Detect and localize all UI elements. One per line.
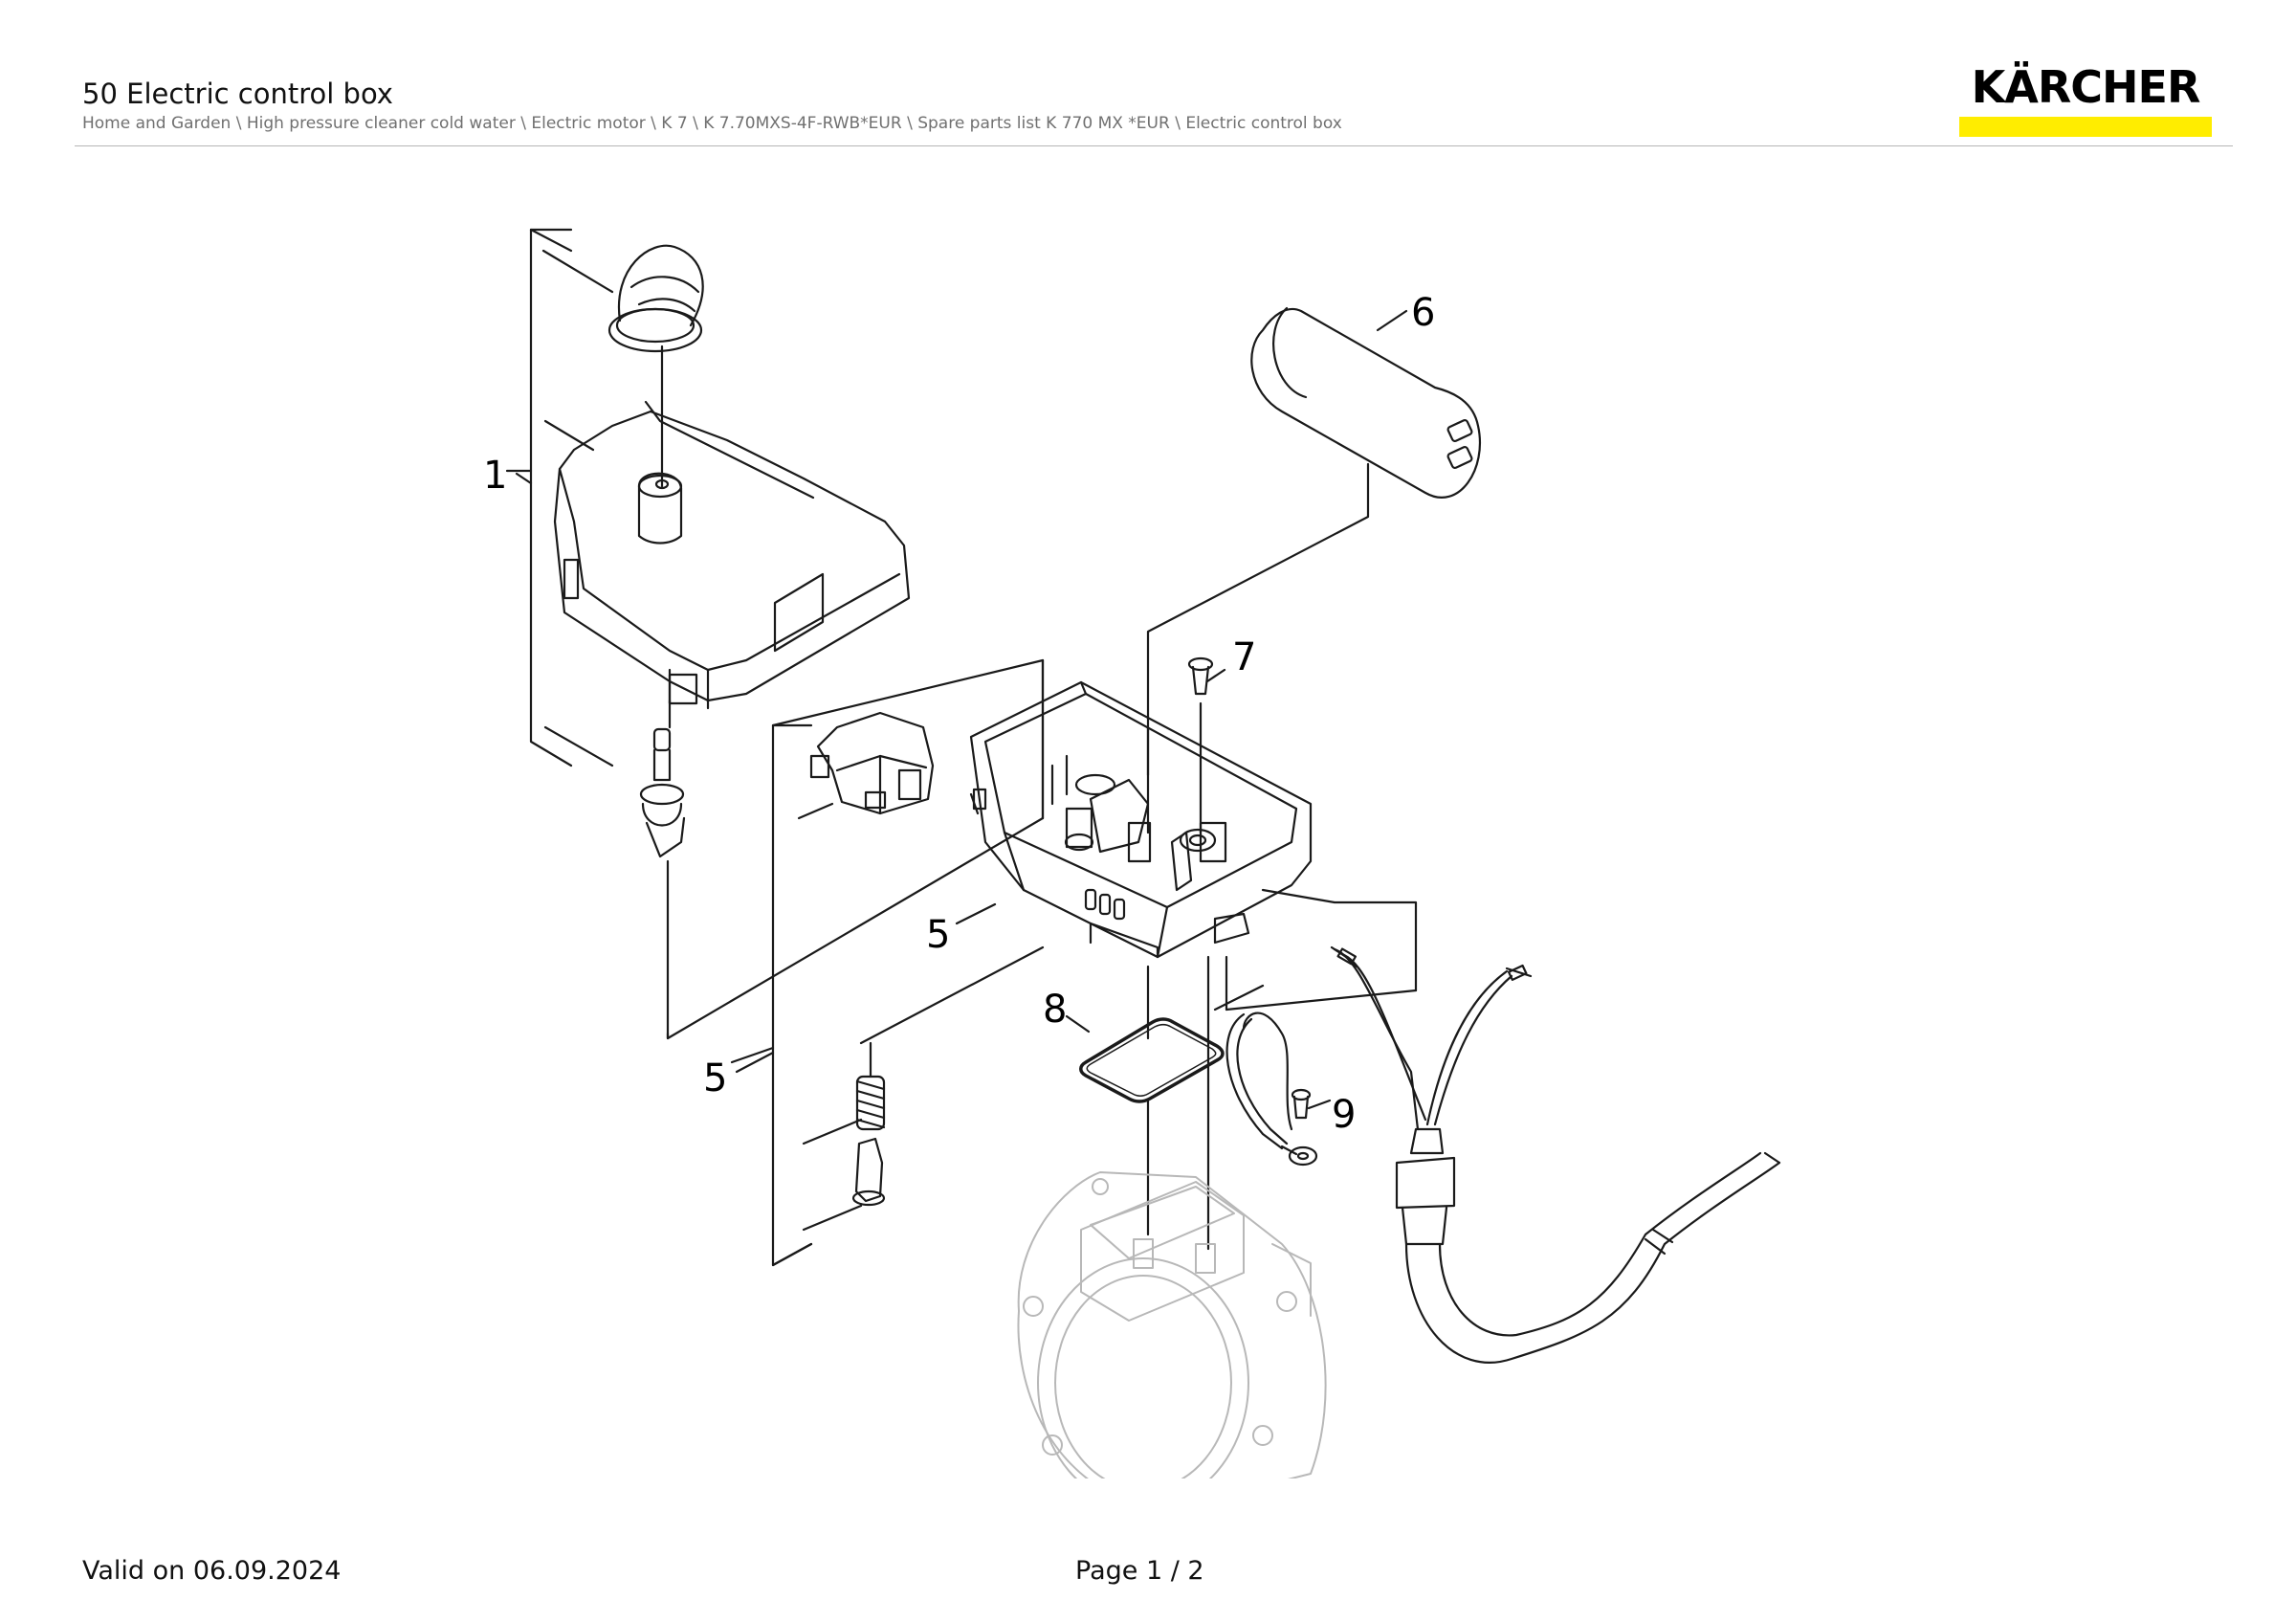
exploded-parts-diagram: 1 5 5 6 7 8 9 xyxy=(483,228,1781,1478)
valid-on-date: Valid on 06.09.2024 xyxy=(82,1556,342,1586)
earth-wire-part xyxy=(1225,1012,1332,1167)
leader-lines xyxy=(666,658,1045,1040)
screw-7-part xyxy=(1187,656,1226,834)
motor-flange-part xyxy=(1017,1171,1327,1478)
knob-cap-part xyxy=(607,244,704,488)
callout-5-upper: 5 xyxy=(926,913,950,957)
callout-6: 6 xyxy=(1411,291,1435,335)
control-box-lid-part xyxy=(553,400,911,729)
callout-leaders xyxy=(515,309,1408,1074)
capacitor-part xyxy=(1146,306,1481,834)
control-box-housing-part xyxy=(969,680,1313,959)
logo-wordmark: KÄRCHER xyxy=(1971,61,2201,113)
callout-9: 9 xyxy=(1332,1093,1356,1137)
power-cable-part xyxy=(1213,888,1781,1364)
spring-part xyxy=(855,945,1045,1131)
callout-1: 1 xyxy=(483,454,507,498)
logo-yellow-bar xyxy=(1959,117,2212,137)
callout-5-lower: 5 xyxy=(703,1056,727,1101)
breadcrumb: Home and Garden \ High pressure cleaner … xyxy=(82,114,1342,133)
seal-8-part xyxy=(1065,955,1225,1251)
plug-part xyxy=(851,1137,886,1207)
bracket-group-1 xyxy=(505,228,614,767)
callout-7: 7 xyxy=(1232,635,1256,679)
lock-pin-part xyxy=(639,727,686,1040)
callout-8: 8 xyxy=(1043,988,1067,1032)
page-number: Page 1 / 2 xyxy=(1075,1556,1204,1586)
header-divider xyxy=(75,145,2233,146)
micro-switch-part xyxy=(797,711,935,820)
bracket-group-5 xyxy=(730,658,1045,1267)
karcher-logo: KÄRCHER xyxy=(1959,59,2212,137)
page-title: 50 Electric control box xyxy=(82,78,393,110)
